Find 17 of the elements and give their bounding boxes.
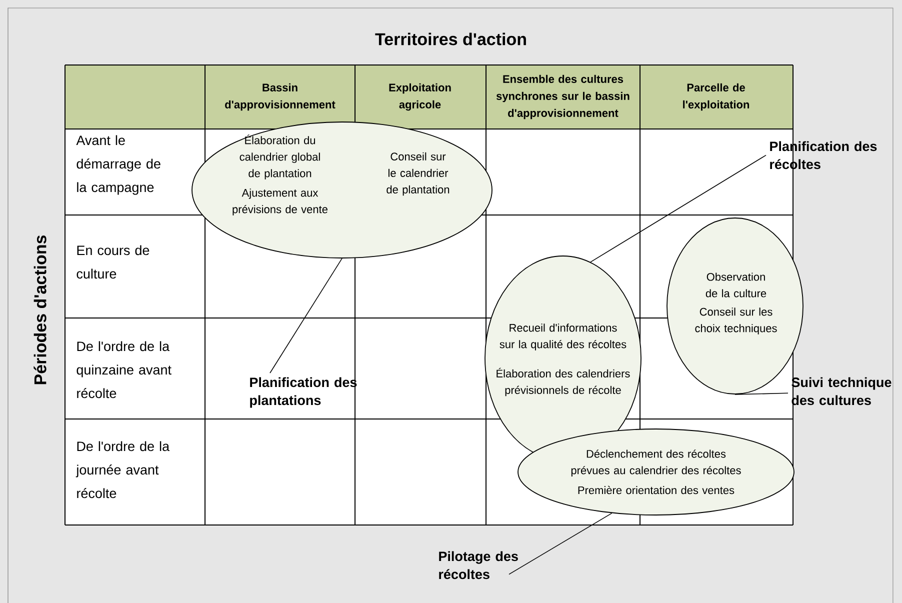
- leader-line: [590, 154, 766, 262]
- column-header: Ensemble des cultures synchrones sur le bassin d'approvisionnement: [496, 74, 630, 120]
- leader-line: [270, 258, 342, 374]
- row-header: Avant le démarrage de la campagne: [76, 135, 160, 195]
- axis-title: Périodes d'actions: [34, 235, 46, 384]
- row-header: De l'ordre de la quinzaine avant récolte: [76, 341, 172, 398]
- row-header: En cours de culture: [76, 245, 150, 279]
- column-header: Bassin d'approvisionnement: [225, 83, 336, 111]
- ellipse-callout: Élaboration du calendrier global de plantation Ajustement aux prévisions de vente Conseil sur le calendrier de plantation: [192, 122, 492, 258]
- callout-label: Pilotage des récoltes: [439, 551, 518, 580]
- leader-line: [734, 392, 788, 395]
- row-header: De l'ordre de la journée avant récolte: [76, 441, 170, 498]
- title: Territoires d'action: [375, 32, 526, 46]
- ellipse-callout: Déclenchement des récoltes prévues au calendrier des récoltes Première orientation des ventes: [518, 428, 794, 516]
- leader-line: [508, 512, 612, 575]
- column-header: Exploitation agricole: [389, 83, 451, 111]
- column-header: Parcelle de l'exploitation: [683, 83, 750, 111]
